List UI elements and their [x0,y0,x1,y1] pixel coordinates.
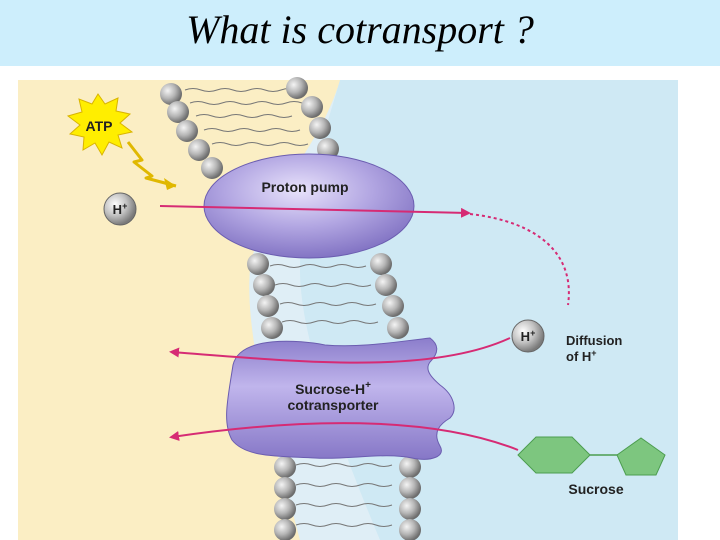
proton-ion-outside [511,319,545,353]
cytoplasm-region [18,80,218,540]
proton-diffusion-arrow [169,337,511,364]
energy-lightning-icon [126,141,177,188]
slide-title: What is cotransport ? [186,7,534,52]
proton-outside-label: H+ [521,328,536,344]
atp-starburst [66,93,134,157]
diffusion-label-line2: of H+ [566,348,597,364]
lightning-arrowhead-icon [164,178,176,190]
proton-inside-label: H+ [113,201,128,217]
sucrose-transport-arrow [169,422,519,451]
proton-pump-label: Proton pump [261,179,348,195]
proton-ion-inside [103,192,137,226]
lipid-heads-inner [160,83,296,540]
proton-pump [203,153,415,259]
proton-gradient-dotted-arrow [469,213,570,306]
sucrose-h-cotransporter [226,337,455,460]
atp-label: ATP [86,118,113,134]
sucrose-fructose-ring [616,437,666,476]
cotransporter-label-line1: Sucrose-H+ [295,380,371,397]
diffusion-label-line1: Diffusion [566,333,622,348]
cotransporter-label-line2: cotransporter [287,397,379,413]
lipid-heads-outer [286,77,421,540]
lipid-tails [184,88,393,527]
membrane-inner-side [150,80,340,540]
sucrose-label: Sucrose [568,481,623,497]
title-banner [0,0,720,66]
proton-pump-arrow [159,205,471,218]
